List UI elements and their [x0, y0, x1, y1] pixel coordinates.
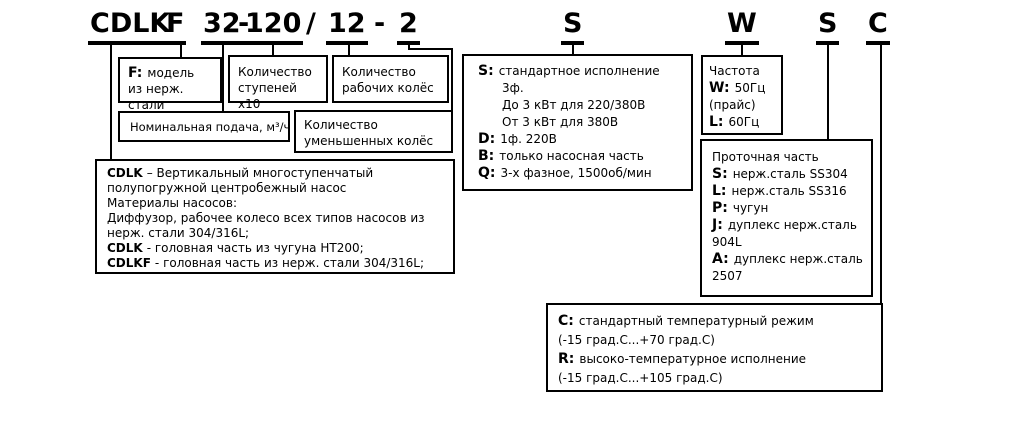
code-flow-path-material: S [816, 9, 840, 45]
code-power-variant: S [561, 9, 585, 45]
code-slash: / [306, 8, 316, 39]
f-model-text: модель из нерж. стали [128, 66, 195, 112]
connector-reduced [451, 48, 453, 112]
flow-path-line: S:нерж.сталь SS304 [712, 166, 848, 182]
connector-material-flag [180, 44, 182, 58]
stages-text: Количество ступеней x10 [238, 65, 312, 111]
callout-power-variant: S:стандартное исполнение 3ф. До 3 кВт дл… [462, 54, 693, 191]
impellers-text: Количество рабочих колёс [342, 65, 434, 95]
connector-head [272, 44, 274, 57]
f-model-key: F: [128, 65, 143, 81]
code-series: CDLK [88, 9, 173, 45]
callout-series-description: CDLK– Вертикальный многоступенчатый полу… [95, 159, 455, 274]
flow-path-line: L:нерж.сталь SS316 [712, 183, 847, 199]
code-hyphen-1: - [238, 8, 250, 39]
power-line: Q:3-х фазное, 1500об/мин [478, 165, 652, 181]
series-line: CDLKF- головная часть из нерж. стали 304… [107, 256, 425, 270]
frequency-line: (прайс) [709, 98, 756, 112]
reduced-impellers-text: Количество уменьшенных колёс [304, 118, 434, 148]
code-impellers: 12 [326, 9, 368, 45]
connector-power-variant [572, 44, 574, 56]
flow-path-line: Проточная часть [712, 150, 819, 164]
callout-frequency: Частота W:50Гц (прайс) L:60Гц [701, 55, 783, 135]
flow-path-line: P:чугун [712, 200, 769, 216]
callout-stages: Количество ступеней x10 [228, 55, 328, 111]
connector-flow [222, 44, 224, 113]
connector-reduced-stub [408, 44, 410, 50]
connector-series [110, 44, 112, 161]
temperature-line: (-15 град.C...+105 град.C) [558, 371, 723, 385]
connector-reduced-horizontal [408, 48, 453, 50]
power-line: S:стандартное исполнение [478, 63, 660, 79]
flow-path-line: J:дуплекс нерж.сталь 904L [712, 217, 857, 249]
series-line: Материалы насосов: [107, 196, 238, 210]
nominal-flow-text: Номинальная подача, м³/ч [130, 120, 291, 134]
code-flow: 32 [201, 9, 243, 45]
power-line: D:1ф. 220В [478, 131, 557, 147]
connector-temperature [880, 44, 882, 305]
code-reduced: 2 [397, 9, 420, 45]
code-material-flag: F [164, 9, 187, 45]
connector-impellers [348, 44, 350, 57]
code-hyphen-2: - [374, 8, 386, 39]
callout-temperature: C:стандартный температурный режим (-15 г… [546, 303, 883, 392]
power-line: 3ф. [502, 81, 524, 95]
power-line: До 3 кВт для 220/380В [502, 98, 646, 112]
series-line: Диффузор, рабочее колесо всех типов насо… [107, 211, 425, 240]
code-temperature: C [866, 9, 890, 45]
temperature-line: R:высоко-температурное исполнение [558, 351, 807, 367]
flow-path-line: A:дуплекс нерж.сталь 2507 [712, 251, 863, 283]
frequency-line: L:60Гц [709, 114, 760, 130]
callout-reduced-impellers: Количество уменьшенных колёс [294, 110, 453, 153]
series-line: CDLK- головная часть из чугуна HT200; [107, 241, 364, 255]
power-line: B:только насосная часть [478, 148, 644, 164]
connector-frequency [741, 44, 743, 57]
code-head: 120 [243, 9, 304, 45]
callout-f-model: F:модель из нерж. стали [118, 57, 222, 112]
callout-nominal-flow: Номинальная подача, м³/ч [118, 111, 290, 142]
power-line: От 3 кВт для 380В [502, 115, 619, 129]
connector-flow-path [827, 44, 829, 141]
temperature-line: C:стандартный температурный режим [558, 313, 814, 329]
frequency-line: Частота [709, 64, 760, 78]
temperature-line: (-15 град.C...+70 град.C) [558, 333, 715, 347]
series-line: CDLK– Вертикальный многоступенчатый полу… [107, 166, 374, 195]
code-frequency: W [725, 9, 759, 45]
frequency-line: W:50Гц [709, 80, 766, 96]
callout-flow-path: Проточная часть S:нерж.сталь SS304 L:нер… [700, 139, 873, 297]
callout-impellers: Количество рабочих колёс [332, 55, 449, 103]
